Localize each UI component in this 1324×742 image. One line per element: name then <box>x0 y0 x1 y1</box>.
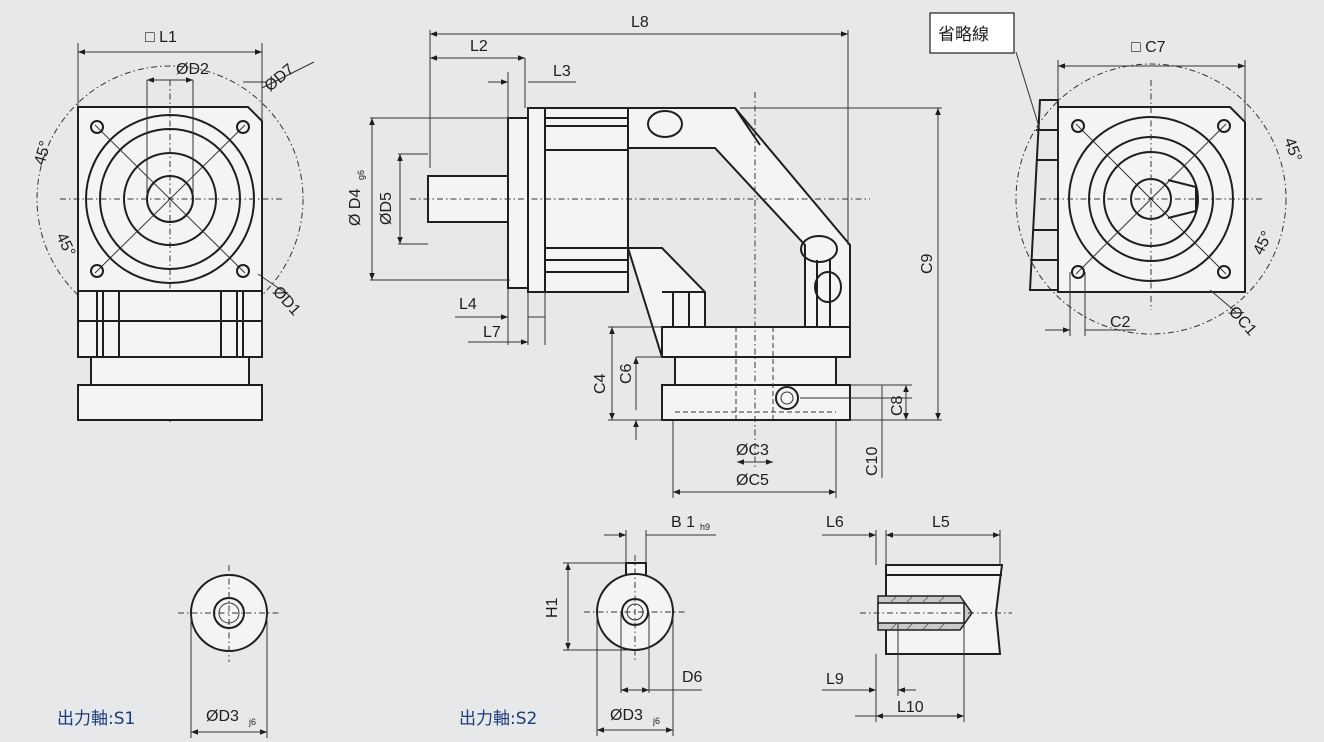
shaft-s2-view <box>563 530 716 736</box>
front-view-left <box>36 43 315 422</box>
dim-C6: C6 <box>618 363 635 384</box>
dim-L2: L2 <box>470 38 488 55</box>
dim-angle-4: 45° <box>1250 229 1276 258</box>
dim-C3: ØC3 <box>736 442 769 459</box>
dim-angle-3: 45° <box>1280 136 1304 165</box>
dim-L5: L5 <box>932 514 950 531</box>
dim-L6: L6 <box>826 514 844 531</box>
dim-D4-tolerance: g6 <box>356 170 366 180</box>
dim-L7: L7 <box>483 324 501 341</box>
dim-L4: L4 <box>459 296 477 313</box>
dim-L8: L8 <box>631 14 649 31</box>
dim-L1: □ L1 <box>145 29 177 46</box>
caption-shaft-s2: 出力軸:S2 <box>459 709 537 729</box>
dim-D3-s2: ØD3 <box>610 707 643 724</box>
shaft-section-view <box>822 530 1012 722</box>
dim-C9: C9 <box>919 253 936 274</box>
dim-C10: C10 <box>864 447 881 476</box>
bolt-holes-left <box>90 120 250 278</box>
front-view-right <box>929 12 1287 336</box>
dim-D1: ØD1 <box>269 283 304 319</box>
dim-D2: ØD2 <box>176 61 209 78</box>
dim-C7: □ C7 <box>1131 39 1166 56</box>
dim-C1: ØC1 <box>1225 303 1260 339</box>
dim-C5: ØC5 <box>736 472 769 489</box>
dim-D5: ØD5 <box>378 192 395 225</box>
dim-D6: D6 <box>682 669 703 686</box>
shaft-s1-view <box>178 565 280 738</box>
dim-D3-s2-tolerance: j6 <box>652 716 660 726</box>
dim-C2: C2 <box>1110 314 1131 331</box>
dim-C4: C4 <box>592 373 609 394</box>
side-view-center <box>369 30 942 498</box>
dim-L9: L9 <box>826 671 844 688</box>
callout-text: 省略線 <box>938 25 989 45</box>
dim-C8: C8 <box>889 395 906 416</box>
caption-shaft-s1: 出力軸:S1 <box>57 709 135 729</box>
dim-angle-1: 45° <box>32 139 55 167</box>
dim-D7: ØD7 <box>262 61 298 95</box>
callout-box <box>929 12 1015 54</box>
dim-B1-tolerance: h9 <box>700 522 710 532</box>
bolt-holes-right <box>1071 119 1231 279</box>
dim-D4: Ø D4 <box>347 189 364 226</box>
dim-B1: B 1 <box>671 514 695 531</box>
dimension-labels: □ L1 ØD2 ØD7 45° 45° ØD1 L8 L2 L3 Ø D4 g… <box>32 14 1305 729</box>
dim-L3: L3 <box>553 63 571 80</box>
dim-D3-s1: ØD3 <box>206 708 239 725</box>
dim-H1: H1 <box>544 597 561 618</box>
dim-angle-2: 45° <box>52 230 78 259</box>
dim-L10: L10 <box>897 699 924 716</box>
dim-D3-s1-tolerance: j6 <box>248 717 256 727</box>
